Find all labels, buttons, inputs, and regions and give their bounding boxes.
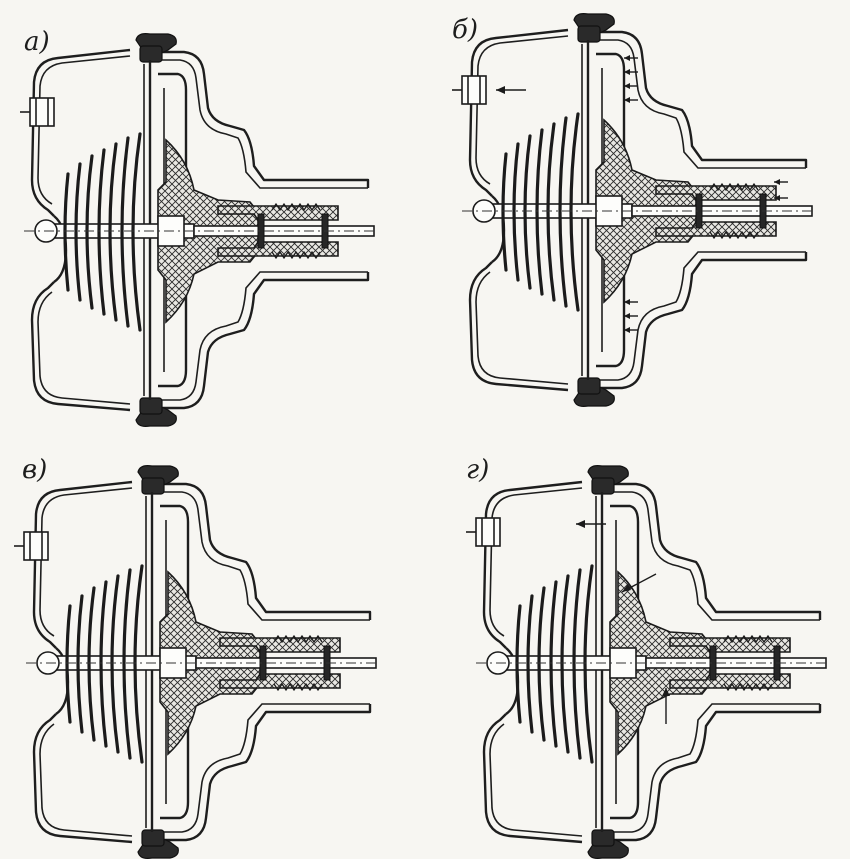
airflow-arrow-front-6 <box>623 312 639 320</box>
airflow-arrow-front-5 <box>623 298 639 306</box>
panel-b-label: б) <box>452 15 478 45</box>
booster-drawing-b <box>451 12 818 408</box>
airflow-arrow-valve-1 <box>773 178 789 186</box>
airflow-arrow-front-4 <box>623 96 639 104</box>
panel-v-label: в) <box>22 455 47 485</box>
inlet-fitting-b <box>451 75 487 105</box>
panel-b: б) <box>451 12 818 408</box>
booster-drawing-a <box>19 31 380 428</box>
airflow-arrow-return-2 <box>621 573 657 593</box>
panel-g: г) <box>465 455 832 859</box>
inlet-fitting-g <box>465 517 501 547</box>
airflow-arrow-front-7 <box>623 326 639 334</box>
panel-a: а) <box>19 27 380 428</box>
inlet-fitting-v <box>13 531 49 561</box>
booster-drawing-g <box>465 464 832 859</box>
airflow-arrow-front-3 <box>623 82 639 90</box>
panel-g-label: г) <box>466 455 489 485</box>
airflow-arrow-front-1 <box>623 54 639 62</box>
airflow-arrow-return-3 <box>662 688 670 724</box>
inlet-fitting-a <box>19 97 55 127</box>
booster-drawing-v <box>13 464 382 859</box>
panel-a-label: а) <box>24 27 50 57</box>
airflow-arrow-inlet <box>495 85 527 95</box>
panel-v: в) <box>13 455 382 859</box>
